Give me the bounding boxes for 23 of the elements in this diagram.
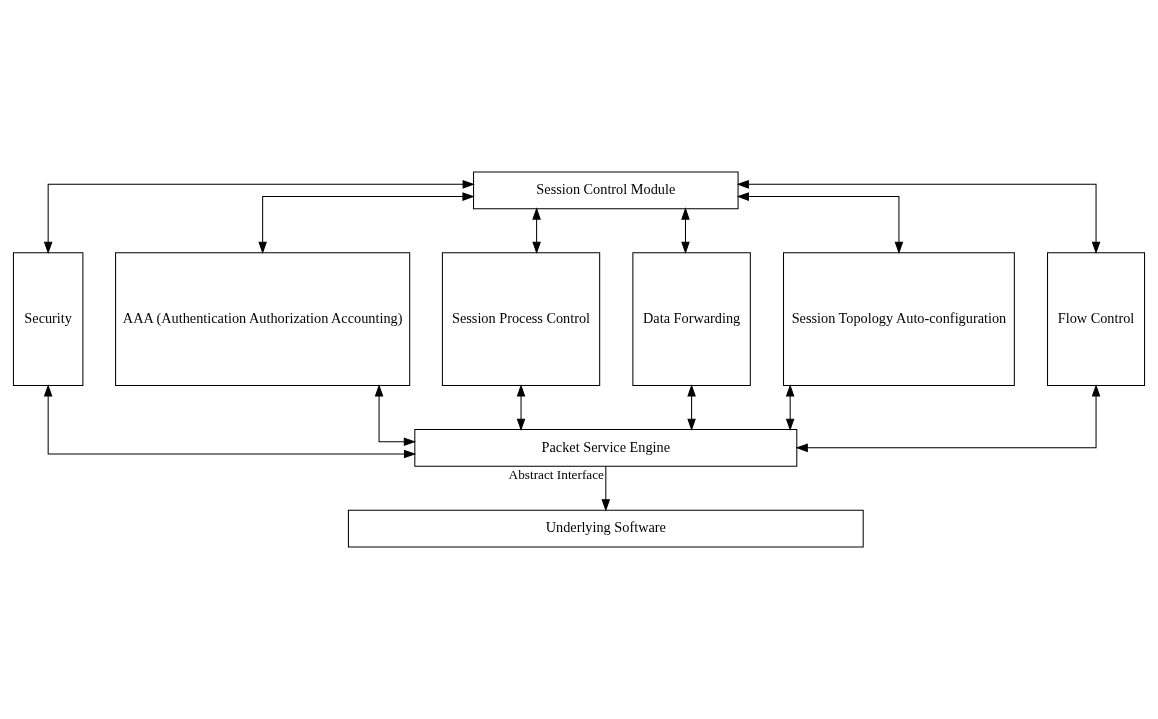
node-box: Data Forwarding [632, 252, 751, 387]
arrow [687, 384, 696, 431]
node-box: AAA (Authentication Authorization Accounting) [115, 252, 411, 387]
arrow [532, 207, 541, 255]
arrow [43, 180, 475, 255]
arrow [736, 192, 904, 255]
arrow [516, 384, 526, 431]
edge-label: Abstract Interface [508, 467, 604, 483]
arrow [601, 466, 611, 512]
arrow [258, 192, 475, 255]
node-box: Underlying Software [347, 509, 864, 548]
node-box: Session Control Module [473, 171, 739, 210]
arrow [374, 384, 417, 446]
arrow [681, 207, 690, 255]
node-box: Session Topology Auto-configuration [783, 252, 1015, 387]
node-box: Flow Control [1047, 252, 1146, 387]
arrow [736, 180, 1101, 255]
arrow [785, 384, 795, 431]
node-box: Session Process Control [441, 252, 601, 387]
node-box: Packet Service Engine [414, 428, 798, 467]
arrow [43, 384, 417, 459]
arrow [795, 384, 1101, 453]
node-box: Security [12, 252, 84, 387]
